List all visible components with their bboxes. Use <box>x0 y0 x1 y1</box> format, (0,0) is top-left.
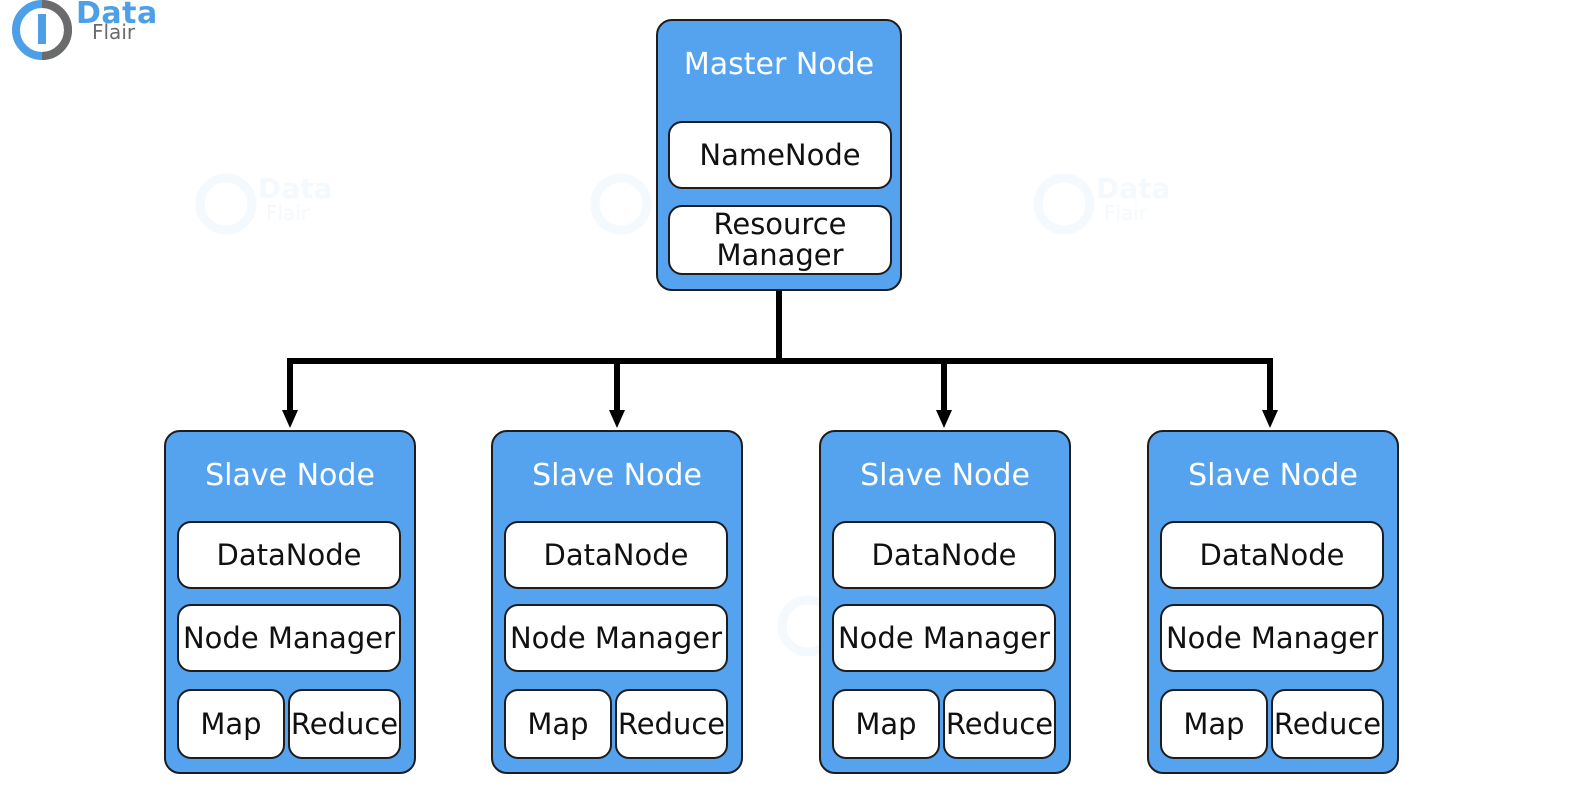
map-task: Map <box>177 689 285 759</box>
svg-text:Flair: Flair <box>1104 201 1148 225</box>
map-task: Map <box>1160 689 1268 759</box>
brand-logo-icon <box>12 0 72 60</box>
arrowhead-4 <box>1262 410 1278 428</box>
slave-node-title: Slave Node <box>532 458 702 493</box>
node-manager: Node Manager <box>504 604 728 672</box>
node-manager: Node Manager <box>832 604 1056 672</box>
node-manager: Node Manager <box>177 604 401 672</box>
watermark-logo-icon: Data Flair <box>195 172 332 235</box>
svg-text:Data: Data <box>258 172 332 205</box>
master-node: Master Node NameNode Resource Manager <box>656 19 902 291</box>
arrowhead-1 <box>282 410 298 428</box>
brand-logo-line2: Flair <box>92 20 136 44</box>
reduce-task: Reduce <box>943 689 1056 759</box>
reduce-task: Reduce <box>288 689 401 759</box>
datanode: DataNode <box>177 521 401 589</box>
arrowhead-3 <box>936 410 952 428</box>
brand-logo-line1: Data <box>76 0 158 31</box>
map-task: Map <box>832 689 940 759</box>
datanode: DataNode <box>832 521 1056 589</box>
reduce-task: Reduce <box>615 689 728 759</box>
datanode: DataNode <box>504 521 728 589</box>
arrowhead-2 <box>609 410 625 428</box>
slave-node-title: Slave Node <box>1188 458 1358 493</box>
svg-text:Data: Data <box>1096 172 1170 205</box>
namenode: NameNode <box>668 121 892 189</box>
slave-node: Slave Node DataNode Node Manager Map Red… <box>491 430 743 774</box>
resource-manager: Resource Manager <box>668 205 892 275</box>
slave-node: Slave Node DataNode Node Manager Map Red… <box>1147 430 1399 774</box>
slave-node-title: Slave Node <box>860 458 1030 493</box>
node-manager: Node Manager <box>1160 604 1384 672</box>
slave-node-title: Slave Node <box>205 458 375 493</box>
datanode: DataNode <box>1160 521 1384 589</box>
watermark-logo-icon: Data Flair <box>1033 172 1170 235</box>
reduce-task: Reduce <box>1271 689 1384 759</box>
svg-text:Flair: Flair <box>266 201 310 225</box>
master-node-title: Master Node <box>683 47 875 82</box>
slave-node: Slave Node DataNode Node Manager Map Red… <box>164 430 416 774</box>
slave-node: Slave Node DataNode Node Manager Map Red… <box>819 430 1071 774</box>
brand-logo: Data Flair <box>8 0 158 60</box>
map-task: Map <box>504 689 612 759</box>
